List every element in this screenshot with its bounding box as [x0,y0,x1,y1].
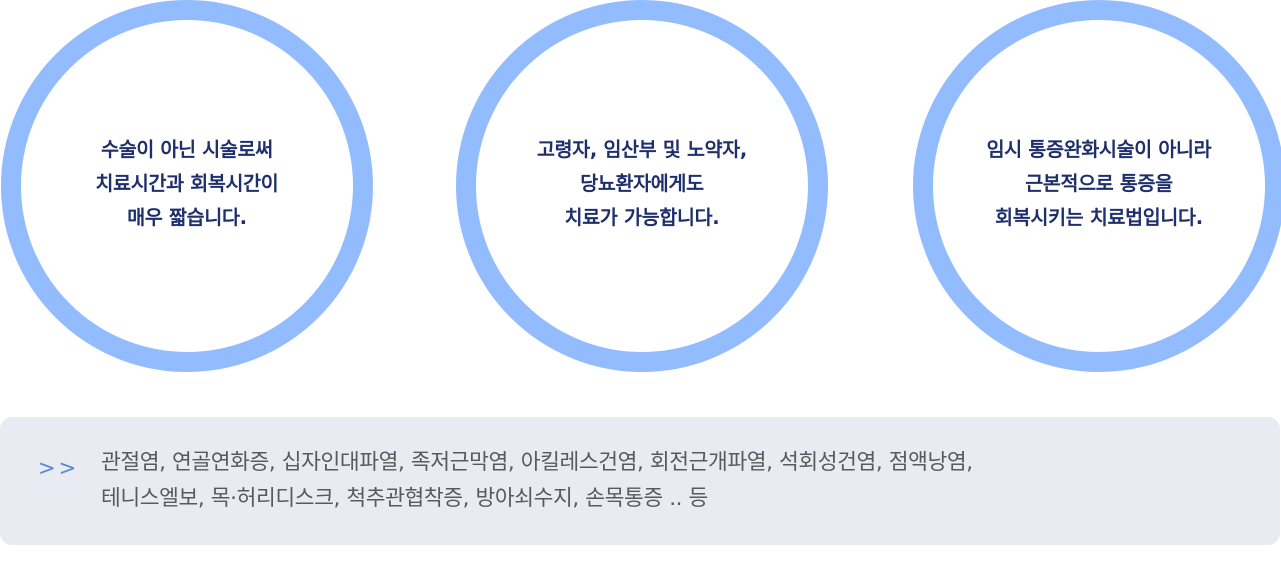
benefit-2-line-2: 당뇨환자에게도 [580,172,704,195]
double-chevron-icon: >> [38,456,80,480]
benefit-1-line-1: 수술이 아닌 시술로써 [101,138,273,161]
benefit-1-line-3: 매우 짧습니다. [127,206,247,229]
benefit-text-3: 임시 통증완화시술이 아니라 근본적으로 통증을 회복시키는 치료법입니다. [987,133,1212,235]
benefit-3-line-2: 근본적으로 통증을 [1025,172,1173,195]
benefit-3-line-1: 임시 통증완화시술이 아니라 [986,138,1212,161]
benefit-2-line-3: 치료가 가능합니다. [564,206,720,229]
conditions-list: 관절염, 연골연화증, 십자인대파열, 족저근막염, 아킬레스건염, 회전근개파… [101,445,973,517]
benefit-text-2: 고령자, 임산부 및 노약자, 당뇨환자에게도 치료가 가능합니다. [537,133,747,235]
conditions-box: >> 관절염, 연골연화증, 십자인대파열, 족저근막염, 아킬레스건염, 회전… [0,417,1280,545]
benefit-text-1: 수술이 아닌 시술로써 치료시간과 회복시간이 매우 짧습니다. [96,133,279,235]
conditions-line-1: 관절염, 연골연화증, 십자인대파열, 족저근막염, 아킬레스건염, 회전근개파… [101,450,973,475]
benefit-3-line-3: 회복시키는 치료법입니다. [995,206,1203,229]
benefit-2-line-1: 고령자, 임산부 및 노약자, [536,138,748,161]
benefit-circle-2: 고령자, 임산부 및 노약자, 당뇨환자에게도 치료가 가능합니다. [456,0,828,372]
benefit-1-line-2: 치료시간과 회복시간이 [95,172,279,195]
benefit-circle-3: 임시 통증완화시술이 아니라 근본적으로 통증을 회복시키는 치료법입니다. [913,0,1281,372]
conditions-line-2: 테니스엘보, 목·허리디스크, 척추관협착증, 방아쇠수지, 손목통증 .. 등 [101,486,708,511]
benefit-circle-1: 수술이 아닌 시술로써 치료시간과 회복시간이 매우 짧습니다. [1,0,373,372]
